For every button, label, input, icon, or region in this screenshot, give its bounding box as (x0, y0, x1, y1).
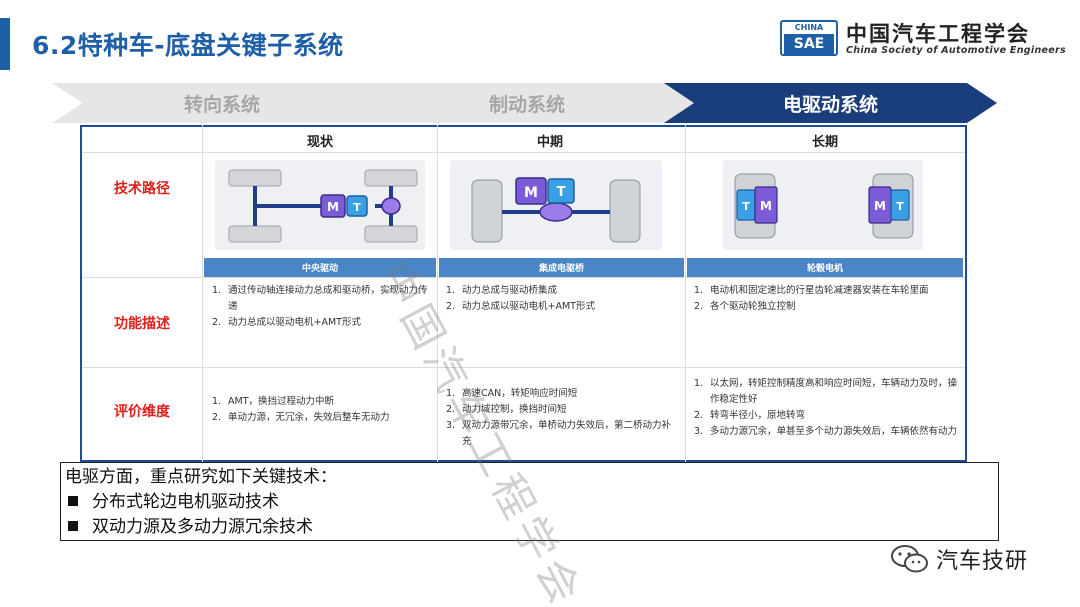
table-divider (82, 152, 965, 153)
column-header-long-term: 长期 (811, 135, 838, 150)
table-divider (685, 125, 686, 462)
evaluation-long-term: 1.以太网，转矩控制精度高和响应时间短，车辆动力及时，操作稳定性好 2.转弯半径… (694, 376, 960, 440)
motor-label: M (524, 185, 538, 201)
transmission-label: T (557, 185, 566, 200)
transmission-label: T (353, 201, 361, 214)
tab-electric-drive[interactable]: 电驱动系统 (664, 83, 997, 123)
motor-label: M (327, 200, 339, 214)
logo-name-cn: 中国汽车工程学会 (846, 22, 1030, 46)
square-bullet-icon (68, 496, 78, 506)
subhead-integrated-e-axle: 集成电驱桥 (439, 258, 684, 277)
tab-braking[interactable]: 制动系统 (357, 83, 697, 123)
list-item: 2.单动力源，无冗余，失效后整车无动力 (212, 412, 390, 423)
list-item: 2.转弯半径小，原地转弯 (694, 410, 806, 421)
csae-logo: CHINA SAE 中国汽车工程学会 China Society of Auto… (780, 18, 1070, 60)
list-item: 2.动力总成以驱动电机+AMT形式 (212, 317, 361, 328)
transmission-label: T (896, 200, 904, 213)
row-label-function: 功能描述 (114, 316, 170, 332)
logo-box-top-text: CHINA (794, 23, 824, 32)
list-item: 1.AMT，换挡过程动力中断 (212, 396, 334, 407)
table-divider (437, 125, 438, 462)
list-item: 1.高速CAN，转矩响应时间短 (446, 388, 578, 399)
central-drive-diagram: M T (215, 160, 425, 250)
transmission-label: T (742, 200, 750, 213)
column-header-mid-term: 中期 (536, 135, 563, 150)
list-item: 2.动力总成以驱动电机+AMT形式 (446, 301, 595, 312)
list-item: 1.电动机和固定速比的行星齿轮减速器安装在车轮里面 (694, 285, 929, 296)
list-item: 1.动力总成与驱动桥集成 (446, 285, 558, 296)
evaluation-mid-term: 1.高速CAN，转矩响应时间短 2.动力域控制，换挡时间短 3.双动力源带冗余，… (446, 386, 678, 450)
square-bullet-icon (68, 521, 78, 531)
row-label-evaluation: 评价维度 (114, 404, 170, 420)
summary-item: 分布式轮边电机驱动技术 (65, 490, 994, 515)
row-label-tech-path: 技术路径 (114, 181, 170, 197)
table-divider (82, 367, 965, 368)
list-item: 2.动力域控制，换挡时间短 (446, 404, 567, 415)
list-item: 2.各个驱动轮独立控制 (694, 301, 796, 312)
function-desc-current: 1.通过传动轴连接动力总成和驱动桥，实现动力传递 2.动力总成以驱动电机+AMT… (212, 283, 430, 331)
table-divider (82, 277, 965, 278)
list-item: 3.多动力源冗余，单甚至多个动力源失效后，车辆依然有动力 (694, 426, 958, 437)
list-item: 3.双动力源带冗余，单桥动力失效后，第二桥动力补充 (446, 420, 672, 447)
footer-brand: 汽车技研 (888, 542, 1028, 576)
table-divider (202, 125, 203, 462)
function-desc-mid-term: 1.动力总成与驱动桥集成 2.动力总成以驱动电机+AMT形式 (446, 283, 678, 315)
logo-name-en: China Society of Automotive Engineers (846, 45, 1066, 56)
footer-brand-name: 汽车技研 (936, 549, 1029, 574)
list-item: 1.通过传动轴连接动力总成和驱动桥，实现动力传递 (212, 285, 428, 312)
list-item: 1.以太网，转矩控制精度高和响应时间短，车辆动力及时，操作稳定性好 (694, 378, 958, 405)
evaluation-current: 1.AMT，换挡过程动力中断 2.单动力源，无冗余，失效后整车无动力 (212, 394, 430, 426)
subhead-central-drive: 中央驱动 (204, 258, 436, 277)
csae-logo-mark: CHINA SAE (780, 20, 838, 56)
tab-steering[interactable]: 转向系统 (52, 83, 392, 123)
subhead-hub-motor: 轮毂电机 (687, 258, 963, 277)
summary-intro: 电驱方面，重点研究如下关键技术： (65, 467, 337, 487)
logo-box-bottom-text: SAE (784, 34, 834, 54)
page-title: 6.2特种车-底盘关键子系统 (32, 31, 344, 60)
key-tech-summary: 电驱方面，重点研究如下关键技术： 分布式轮边电机驱动技术 双动力源及多动力源冗余… (60, 462, 999, 541)
title-accent-bar (0, 18, 10, 70)
integrated-e-axle-diagram: M T (450, 160, 662, 250)
column-header-current: 现状 (306, 135, 333, 150)
function-desc-long-term: 1.电动机和固定速比的行星齿轮减速器安装在车轮里面 2.各个驱动轮独立控制 (694, 283, 960, 315)
system-tabs: 转向系统 制动系统 电驱动系统 (52, 83, 997, 123)
wechat-icon (891, 545, 928, 573)
motor-label: M (760, 199, 772, 213)
comparison-table (80, 125, 967, 462)
hub-motor-diagram: T M M T (723, 160, 923, 250)
summary-item: 双动力源及多动力源冗余技术 (65, 515, 994, 540)
motor-label: M (874, 199, 886, 213)
